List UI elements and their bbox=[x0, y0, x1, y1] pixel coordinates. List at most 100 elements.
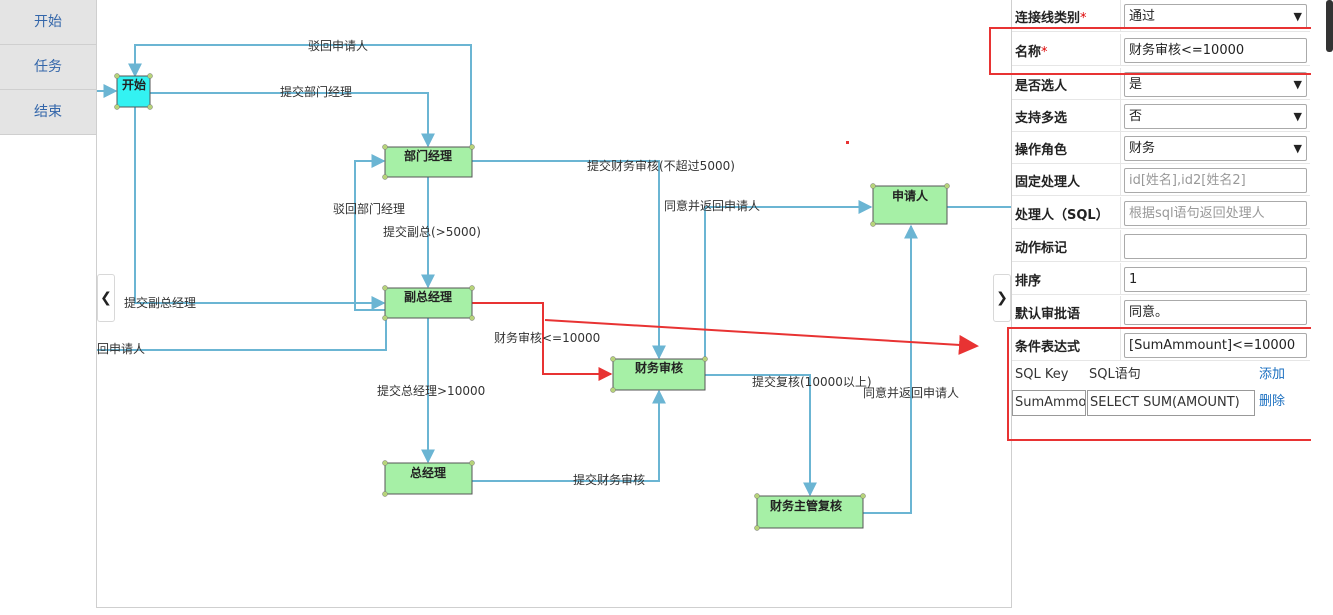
label-submit-finance-5000: 提交财务审核(不超过5000) bbox=[587, 158, 735, 173]
label-reject-applicant-left: 回申请人 bbox=[97, 342, 145, 356]
name-label: 名称 bbox=[1015, 45, 1042, 60]
line-type-select[interactable]: 通过 ▼ bbox=[1124, 4, 1307, 29]
label-submit-dept-manager: 提交部门经理 bbox=[280, 84, 352, 99]
chevron-down-icon: ▼ bbox=[1293, 110, 1302, 123]
tool-start[interactable]: 开始 bbox=[0, 0, 96, 45]
row-multi-select: 支持多选 否 ▼ bbox=[1012, 100, 1310, 132]
default-comment-input[interactable]: 同意。 bbox=[1124, 300, 1307, 325]
fixed-handler-input[interactable]: id[姓名],id2[姓名2] bbox=[1124, 168, 1307, 193]
node-applicant-label: 申请人 bbox=[892, 188, 929, 203]
edge-finance-le-10000[interactable] bbox=[472, 302, 613, 381]
row-action-mark: 动作标记 bbox=[1012, 230, 1310, 262]
collapse-left-handle[interactable]: ❮ bbox=[97, 274, 115, 322]
chevron-left-icon: ❮ bbox=[100, 290, 112, 306]
label-submit-vice-gm: 提交副总(>5000) bbox=[383, 224, 481, 239]
collapse-right-handle[interactable]: ❯ bbox=[993, 274, 1011, 322]
row-line-type: 连接线类别* 通过 ▼ bbox=[1012, 0, 1310, 32]
condition-input[interactable]: [SumAmmount]<=10000 bbox=[1124, 333, 1307, 358]
label-finance-le-10000: 财务审核<=10000 bbox=[494, 330, 600, 345]
row-default-comment: 默认审批语 同意。 bbox=[1012, 296, 1310, 328]
chevron-right-icon: ❯ bbox=[996, 290, 1008, 306]
node-dept-manager-label: 部门经理 bbox=[404, 148, 452, 163]
label-submit-finance-review: 提交财务审核 bbox=[573, 472, 645, 487]
sql-key-input[interactable]: SumAmmount bbox=[1012, 390, 1086, 416]
node-gm[interactable]: 总经理 bbox=[384, 462, 473, 495]
delete-sql-link[interactable]: 删除 bbox=[1259, 394, 1286, 409]
sql-statement-header: SQL语句 bbox=[1089, 367, 1141, 382]
sql-handler-label: 处理人（SQL） bbox=[1015, 208, 1109, 223]
edge-reject-applicant-left[interactable] bbox=[97, 318, 387, 351]
canvas-dot bbox=[846, 141, 849, 144]
label-submit-gm: 提交总经理>10000 bbox=[377, 383, 485, 398]
required-mark: * bbox=[1041, 45, 1048, 60]
sql-handler-input[interactable]: 根据sql语句返回处理人 bbox=[1124, 201, 1307, 226]
tool-end[interactable]: 结束 bbox=[0, 90, 96, 135]
flow-diagram: 驳回申请人 提交部门经理 驳回部门经理 提交副总(>5000) 提交副总经理 回… bbox=[97, 39, 1011, 531]
node-applicant[interactable]: 申请人 bbox=[872, 185, 948, 225]
label-agree-return-applicant-1: 同意并返回申请人 bbox=[664, 198, 760, 213]
label-submit-recheck: 提交复核(10000以上) bbox=[752, 374, 872, 389]
node-start[interactable]: 开始 bbox=[116, 75, 151, 108]
flow-canvas[interactable]: 驳回申请人 提交部门经理 驳回部门经理 提交副总(>5000) 提交副总经理 回… bbox=[97, 0, 1011, 608]
tool-task[interactable]: 任务 bbox=[0, 45, 96, 90]
action-mark-label: 动作标记 bbox=[1015, 241, 1068, 256]
node-finance-supervisor[interactable]: 财务主管复核 bbox=[756, 495, 864, 529]
sql-key-header: SQL Key bbox=[1015, 367, 1069, 382]
select-person-label: 是否选人 bbox=[1015, 79, 1068, 94]
multi-select-value: 否 bbox=[1129, 109, 1143, 124]
node-start-label: 开始 bbox=[122, 77, 146, 92]
highlight-condition-box bbox=[1007, 327, 1326, 441]
node-vice-gm-label: 副总经理 bbox=[404, 289, 452, 304]
sort-input[interactable]: 1 bbox=[1124, 267, 1307, 292]
row-select-person: 是否选人 是 ▼ bbox=[1012, 68, 1310, 100]
node-handles bbox=[114, 73, 950, 531]
row-fixed-handler: 固定处理人 id[姓名],id2[姓名2] bbox=[1012, 164, 1310, 196]
scrollbar-thumb[interactable] bbox=[1326, 0, 1333, 52]
chevron-down-icon: ▼ bbox=[1293, 78, 1302, 91]
edge-submit-recheck[interactable] bbox=[705, 374, 817, 497]
required-mark: * bbox=[1080, 11, 1087, 26]
sql-statement-input[interactable]: SELECT SUM(AMOUNT) bbox=[1087, 390, 1255, 416]
add-sql-link[interactable]: 添加 bbox=[1259, 367, 1286, 382]
edge-agree-return-applicant-2[interactable] bbox=[863, 224, 918, 514]
select-person-value: 是 bbox=[1129, 77, 1143, 92]
multi-select-select[interactable]: 否 ▼ bbox=[1124, 104, 1307, 129]
highlight-name-box bbox=[989, 27, 1315, 75]
line-type-value: 通过 bbox=[1129, 9, 1156, 24]
label-submit-vice-gm-from-start: 提交副总经理 bbox=[124, 295, 196, 310]
callout-arrow bbox=[544, 319, 979, 355]
label-agree-return-applicant-2: 同意并返回申请人 bbox=[863, 385, 959, 400]
node-dept-manager[interactable]: 部门经理 bbox=[384, 146, 473, 178]
select-person-select[interactable]: 是 ▼ bbox=[1124, 72, 1307, 97]
edge-reject-applicant-top[interactable] bbox=[128, 44, 472, 147]
sql-table: SQL Key SQL语句 添加 SumAmmount SELECT SUM(A… bbox=[1012, 361, 1310, 419]
node-finance-review[interactable]: 财务审核 bbox=[612, 358, 706, 391]
label-reject-applicant-top: 驳回申请人 bbox=[308, 39, 368, 53]
row-sort: 排序 1 bbox=[1012, 263, 1310, 295]
edge-agree-return-applicant-1[interactable] bbox=[704, 200, 873, 360]
property-panel: 连接线类别* 通过 ▼ 名称* 财务审核<=10000 是否选人 是 ▼ 支持多… bbox=[1011, 0, 1311, 608]
edge-submit-vice-gm-from-start[interactable] bbox=[134, 107, 386, 310]
scrollbar-track[interactable] bbox=[1311, 0, 1333, 608]
chevron-down-icon: ▼ bbox=[1293, 10, 1302, 23]
sort-label: 排序 bbox=[1015, 274, 1042, 289]
multi-select-label: 支持多选 bbox=[1015, 111, 1068, 126]
edge-submit-finance-5000[interactable] bbox=[472, 160, 666, 360]
node-gm-label: 总经理 bbox=[410, 465, 446, 480]
edge-reject-dept-manager[interactable] bbox=[354, 154, 386, 311]
condition-label: 条件表达式 bbox=[1015, 340, 1081, 355]
line-type-label: 连接线类别 bbox=[1015, 11, 1081, 26]
node-finance-supervisor-label: 财务主管复核 bbox=[769, 498, 842, 513]
edge-submit-dept-manager[interactable] bbox=[150, 92, 435, 148]
node-vice-gm[interactable]: 副总经理 bbox=[384, 287, 473, 319]
fixed-handler-label: 固定处理人 bbox=[1015, 175, 1081, 190]
row-condition: 条件表达式 [SumAmmount]<=10000 bbox=[1012, 329, 1310, 361]
name-input[interactable]: 财务审核<=10000 bbox=[1124, 38, 1307, 63]
action-mark-input[interactable] bbox=[1124, 234, 1307, 259]
role-select[interactable]: 财务 ▼ bbox=[1124, 136, 1307, 161]
edge-submit-finance-review[interactable] bbox=[472, 389, 666, 482]
row-sql-handler: 处理人（SQL） 根据sql语句返回处理人 bbox=[1012, 197, 1310, 229]
label-reject-dept-manager: 驳回部门经理 bbox=[333, 201, 405, 216]
role-label: 操作角色 bbox=[1015, 143, 1068, 158]
